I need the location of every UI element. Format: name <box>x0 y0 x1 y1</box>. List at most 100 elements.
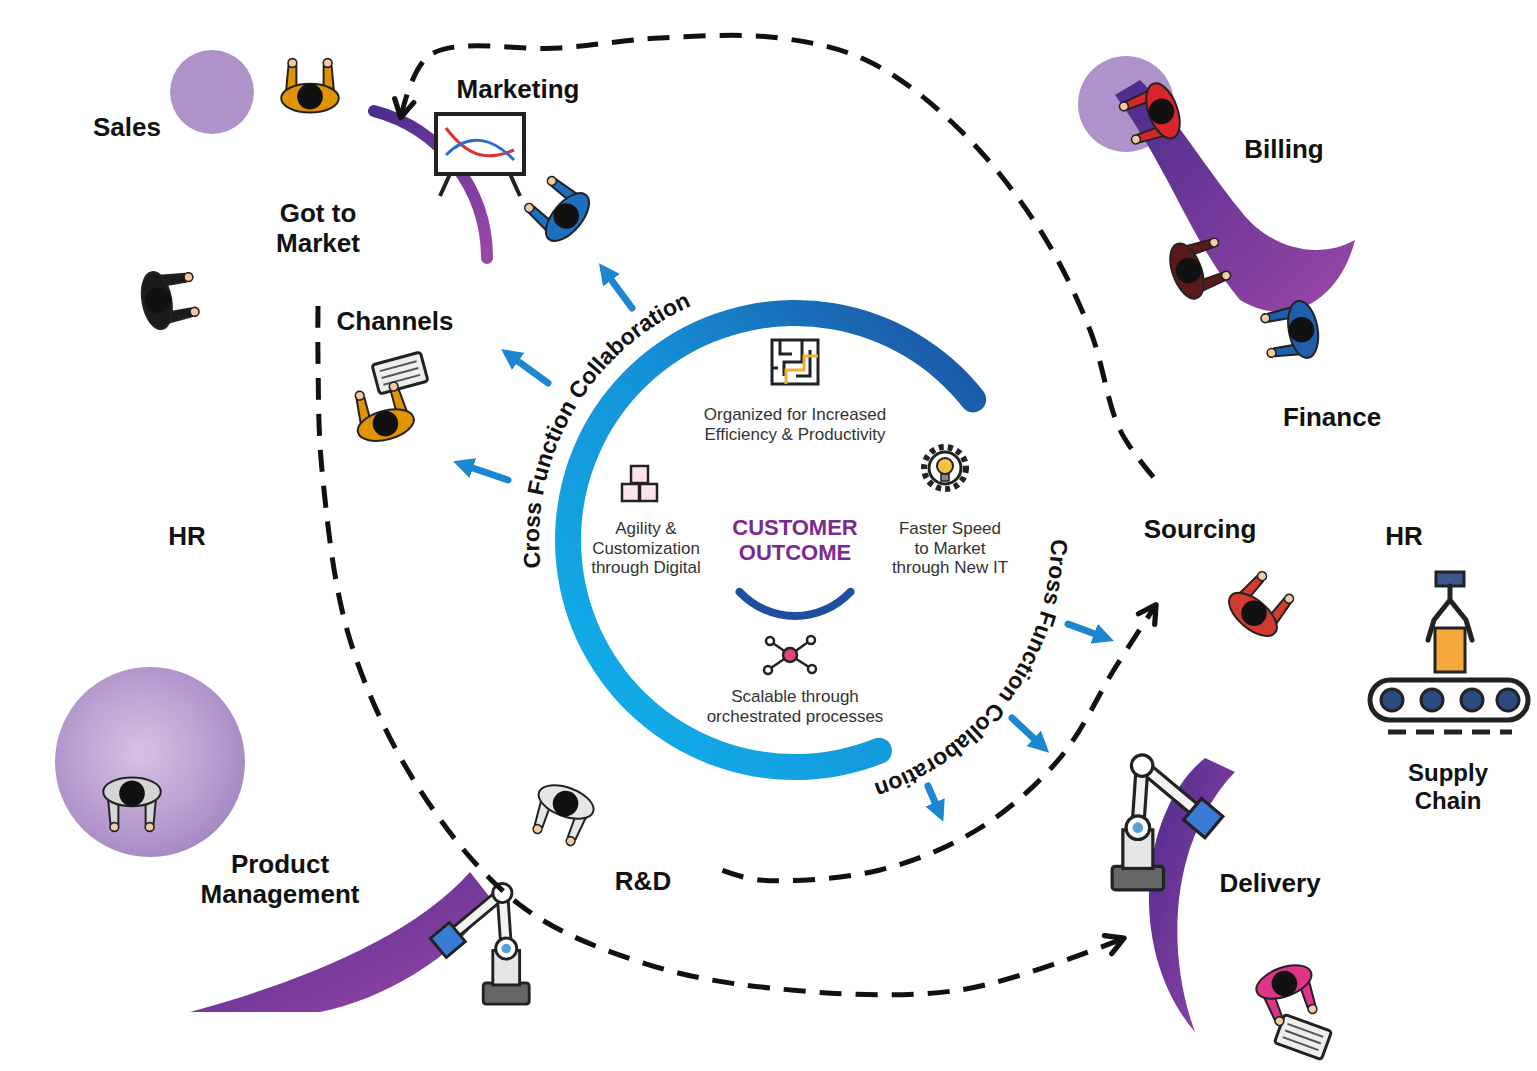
node-outline <box>0 57 270 373</box>
node-circle <box>552 297 1039 784</box>
robot-arm <box>1112 755 1223 890</box>
presentation-board <box>440 174 450 196</box>
node-text: Agility & Customization through Digital <box>585 519 707 578</box>
arc-label: Cross Function Collaboration <box>871 539 1072 804</box>
network-icon <box>790 640 811 655</box>
supply-chain-icon <box>1370 572 1528 732</box>
area-label: Marketing <box>457 75 580 105</box>
laptop <box>1274 1014 1331 1059</box>
node-circle <box>1073 61 1352 340</box>
laptop <box>380 361 420 384</box>
supply-chain-icon <box>1435 628 1465 672</box>
node-circle <box>565 773 720 928</box>
maze-icon <box>772 340 818 384</box>
network-icon <box>783 648 797 662</box>
arc-label: Cross Function Collaboration <box>871 539 1072 804</box>
network-icon <box>790 655 812 669</box>
node-text: Got to Market <box>256 199 380 259</box>
node-text: Faster Speed to Market through New IT <box>890 519 1010 578</box>
gear-bulb-icon <box>929 452 961 484</box>
presentation-board <box>446 140 514 160</box>
presentation-board <box>510 174 520 196</box>
circle-node: Organized for Increased Efficiency & Pro… <box>549 294 1041 786</box>
network-icon <box>764 636 816 674</box>
supply-chain-icon <box>1428 586 1472 640</box>
accent-circle <box>1078 56 1174 152</box>
circle-node: R&D <box>562 770 722 930</box>
gear-bulb-icon <box>941 474 949 481</box>
person-figure <box>1116 79 1186 152</box>
supply-chain-icon <box>1370 680 1528 720</box>
gear-bulb-icon <box>937 458 953 474</box>
area-label: HR <box>168 522 206 552</box>
node-text: Organized for Increased Efficiency & Pro… <box>695 405 895 444</box>
node-outline <box>1200 266 1424 490</box>
supply-chain-icon <box>1461 689 1483 711</box>
laptop <box>372 352 428 394</box>
purple-swoosh <box>374 111 487 258</box>
supply-chain-icon <box>1388 730 1512 735</box>
person-figure <box>138 265 201 331</box>
node-text: Product Management <box>194 850 366 910</box>
cubes-icon <box>622 466 657 501</box>
gear-bulb-icon <box>924 447 966 489</box>
node-outline <box>562 770 722 930</box>
node-text: Billing <box>1244 135 1323 165</box>
node-circle <box>28 803 643 1013</box>
collaboration-arrows <box>928 786 940 814</box>
maze-icon <box>786 356 818 384</box>
network-icon <box>807 636 815 644</box>
person-figure <box>519 170 597 249</box>
circle-node: Product Management <box>25 800 645 1071</box>
robot-arm <box>430 883 529 1004</box>
person-figure <box>1164 230 1234 303</box>
cubes-icon <box>640 484 657 501</box>
circle-node: Delivery <box>1120 742 1420 1042</box>
node-text: CUSTOMER OUTCOME <box>729 515 861 566</box>
flow-connector <box>722 605 1156 881</box>
person-figure <box>281 59 339 113</box>
laptop <box>372 352 428 394</box>
circle-node: Sales <box>0 57 270 373</box>
network-icon <box>770 641 790 655</box>
presentation-board <box>436 114 524 196</box>
purple-swoosh <box>1115 80 1355 312</box>
network-icon <box>808 665 816 673</box>
gear-bulb-icon <box>924 447 966 489</box>
accent-circle <box>170 50 254 134</box>
arc-labels: Cross Function CollaborationCross Functi… <box>518 287 1072 804</box>
presentation-board <box>436 114 524 174</box>
maze-icon <box>772 340 810 376</box>
person-figure <box>525 779 598 849</box>
collaboration-arrows <box>461 270 1106 814</box>
node-text: Sales <box>93 113 161 143</box>
person-figure <box>1222 566 1301 644</box>
collaboration-arrows <box>1012 718 1043 747</box>
laptop <box>1274 1014 1331 1059</box>
circle-node: Billing <box>1070 58 1354 342</box>
circle-node: Got to Market <box>243 153 393 303</box>
node-circle <box>1200 266 1424 490</box>
blue-band <box>735 588 854 620</box>
node-text: R&D <box>615 867 671 897</box>
person-figure <box>348 379 418 446</box>
circle-node: CUSTOMER OUTCOME <box>709 454 881 626</box>
accent-circle <box>55 667 245 857</box>
supply-chain-icon <box>1436 572 1464 586</box>
cubes-icon <box>622 484 639 501</box>
area-label: HR <box>1385 522 1423 552</box>
collaboration-arrows <box>604 270 632 308</box>
flow-connector <box>318 306 1124 995</box>
person-figure <box>1259 299 1322 365</box>
collaboration-arrows <box>508 354 548 383</box>
person-figure <box>103 777 161 831</box>
supply-chain-icon <box>1421 689 1443 711</box>
network-icon <box>768 655 790 670</box>
node-circle <box>712 457 879 624</box>
node-circle <box>1123 745 1418 1040</box>
supply-chain-icon <box>1497 689 1519 711</box>
person-figure <box>1252 959 1325 1029</box>
collaboration-arrows <box>461 464 508 480</box>
node-text: Delivery <box>1219 869 1320 899</box>
